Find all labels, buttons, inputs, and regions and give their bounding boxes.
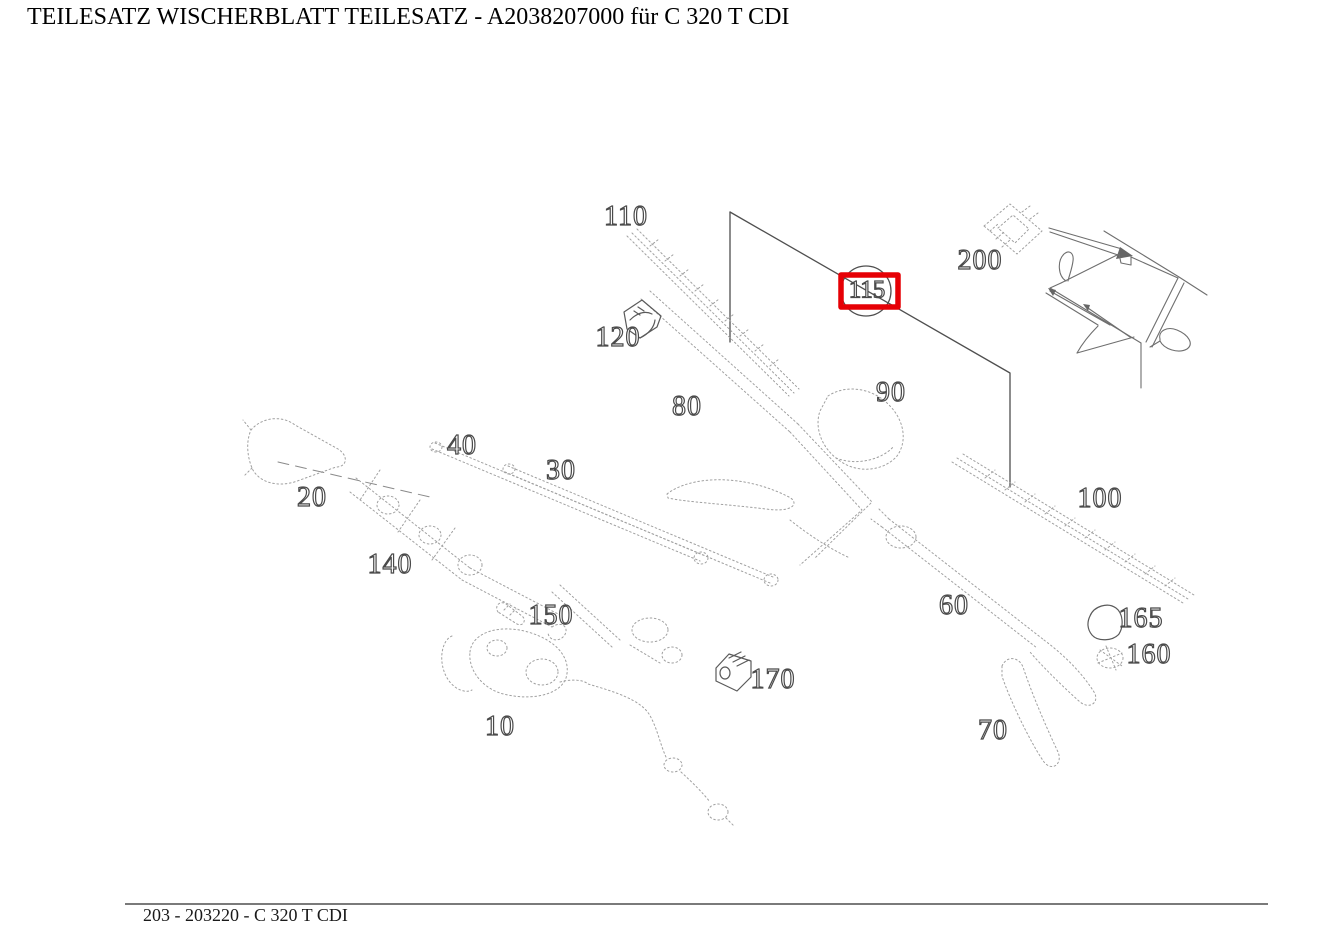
part-drawing-cover-strip-70 — [1001, 658, 1060, 767]
part-callout-90[interactable]: 90 — [875, 376, 906, 408]
page-title: TEILESATZ WISCHERBLATT TEILESATZ - A2038… — [27, 4, 790, 30]
part-drawing-wiper-motor-10 — [441, 628, 568, 698]
part-callout-40[interactable]: 40 — [446, 429, 477, 461]
part-callout-70[interactable]: 70 — [977, 714, 1008, 746]
part-drawing-bracket-170 — [715, 651, 752, 692]
part-drawing-wiper-blade-100 — [951, 453, 1195, 604]
part-callout-150[interactable]: 150 — [528, 599, 574, 631]
part-callout-30[interactable]: 30 — [545, 454, 576, 486]
part-callout-110[interactable]: 110 — [603, 200, 648, 232]
part-drawing-washer-hose — [559, 679, 735, 827]
part-drawing-wiper-arm-80 — [640, 290, 873, 566]
footer-caption: 203 - 203220 - C 320 T CDI — [143, 905, 348, 925]
footer-divider — [125, 903, 1268, 905]
part-drawing-nut-160 — [1096, 645, 1124, 671]
part-drawing-cap-90 — [817, 388, 917, 549]
part-drawing-grommet-165 — [1087, 604, 1123, 641]
part-drawing-mounting-frame-140 — [349, 469, 683, 664]
part-callout-115[interactable]: 115 — [848, 276, 886, 304]
part-callout-10[interactable]: 10 — [484, 710, 515, 742]
axis-line-arm-20 — [277, 461, 431, 498]
part-drawing-wiper-arm-60 — [870, 508, 1097, 706]
car-locator-sketch — [1045, 227, 1208, 389]
part-callout-100[interactable]: 100 — [1077, 482, 1123, 514]
part-callout-20[interactable]: 20 — [296, 481, 327, 513]
part-callout-200[interactable]: 200 — [957, 244, 1003, 276]
part-drawing-clip-120 — [623, 299, 662, 339]
part-drawing-wiper-blade-110 — [626, 228, 800, 397]
part-callout-160[interactable]: 160 — [1126, 638, 1172, 670]
part-callout-60[interactable]: 60 — [938, 589, 969, 621]
part-callout-165[interactable]: 165 — [1118, 602, 1164, 634]
part-drawing-cowl-piece-200 — [983, 203, 1043, 255]
part-drawing-link-rod-30 — [502, 463, 779, 587]
part-callout-120[interactable]: 120 — [595, 321, 641, 353]
part-drawing-link-rod-40 — [429, 441, 709, 565]
highlight-box-115 — [838, 272, 901, 310]
part-callout-170[interactable]: 170 — [750, 663, 796, 695]
part-drawing-wiper-arm-20 — [242, 418, 346, 485]
part-callout-80[interactable]: 80 — [671, 390, 702, 422]
part-callout-140[interactable]: 140 — [367, 548, 413, 580]
part-drawing-screw-150 — [496, 602, 525, 626]
